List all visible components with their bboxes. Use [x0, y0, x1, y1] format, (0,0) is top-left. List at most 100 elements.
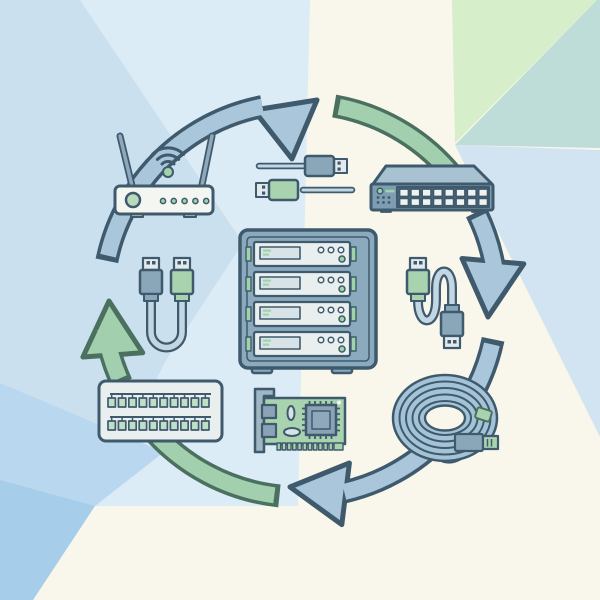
rj45-connector-body: [453, 432, 485, 453]
rail-tab-left: [245, 336, 252, 352]
rj45-port: [466, 188, 478, 198]
switch-dot: [382, 196, 385, 199]
rail-tab-left: [245, 306, 252, 322]
patch-panel-ports: [107, 393, 211, 431]
router-power-led: [124, 191, 142, 209]
edge-tooth: [291, 442, 297, 451]
edge-tooth: [297, 442, 303, 451]
bay-led-bar: [263, 283, 269, 286]
bay-led-bar: [263, 313, 269, 316]
unit-button: [337, 276, 345, 284]
server-rack-icon: [238, 228, 378, 375]
rj45-port: [443, 188, 455, 198]
drive-blue-tip: [333, 158, 348, 174]
patch-port: [107, 397, 117, 408]
coil-hole: [423, 404, 467, 432]
rj45-connector-cap: [481, 434, 500, 451]
router-status-led: [170, 197, 178, 205]
rj45-port: [477, 188, 489, 198]
connector-tip: [172, 256, 192, 272]
patch-port: [148, 397, 158, 408]
patch-port: [190, 397, 200, 408]
drive-bay: [259, 276, 301, 290]
tip-hole: [146, 261, 150, 265]
tip-hole: [337, 167, 341, 171]
router-status-led: [159, 197, 167, 205]
edge-tooth: [286, 442, 292, 451]
switch-dot: [376, 196, 380, 199]
rj45-port: [409, 197, 421, 207]
patch-port: [179, 397, 190, 408]
patch-port: [148, 420, 158, 431]
router-status-led: [192, 197, 199, 205]
bay-led-bar: [263, 343, 269, 346]
rj45-port: [409, 188, 421, 198]
unit-button: [337, 246, 345, 254]
edge-tooth: [312, 442, 318, 451]
unit-button: [317, 276, 325, 284]
server-unit: [245, 330, 357, 358]
rj45-contacts: [486, 439, 493, 447]
tip-hole: [453, 340, 457, 344]
unit-button: [317, 306, 325, 314]
router-status-led: [181, 197, 188, 205]
switch-dot: [382, 201, 385, 204]
arc-shaft: [147, 426, 276, 504]
edge-tooth: [307, 442, 313, 451]
unit-button: [337, 306, 345, 314]
rj45-port: [455, 188, 466, 198]
chip-pin: [302, 401, 340, 439]
patch-port: [200, 420, 210, 431]
switch-dot: [376, 201, 380, 204]
connector-collar: [143, 293, 159, 302]
patch-port: [179, 420, 190, 431]
card-port-bottom: [260, 422, 278, 439]
card-slot-vertical: [286, 405, 296, 421]
patch-port: [127, 420, 138, 431]
rack-inner-frame: [246, 236, 370, 362]
usb-flash-drives-icon: [255, 154, 356, 202]
rj45-port: [398, 197, 410, 207]
patch-port: [127, 397, 138, 408]
connector-tip: [141, 256, 161, 272]
rj45-port: [432, 197, 444, 207]
chip-pins: [302, 401, 340, 439]
connector-tip: [408, 256, 428, 272]
edge-tooth: [281, 442, 287, 451]
card-edge-connector: [276, 442, 344, 451]
chip-pin: [302, 401, 340, 439]
patch-port: [117, 397, 127, 408]
tip-hole: [419, 261, 423, 265]
edge-tooth: [328, 442, 334, 451]
coil-ring: [418, 400, 472, 436]
wifi-arc: [150, 146, 186, 156]
patch-port: [169, 397, 179, 408]
patch-port: [159, 420, 169, 431]
bg-triangle-bottom-left-mid: [0, 383, 164, 506]
tip-hole: [262, 185, 266, 189]
drive-bay: [259, 306, 301, 320]
connector-collar: [410, 293, 426, 302]
router-status-led: [202, 197, 210, 205]
tip-hole: [183, 261, 187, 265]
arrow-head: [251, 97, 320, 162]
wireless-router-icon: [113, 132, 216, 218]
usb-cable-u-icon: [138, 256, 195, 353]
rj45-port: [398, 188, 410, 198]
patch-port: [200, 397, 210, 408]
bay-led-bar: [263, 253, 269, 256]
rail-tab-left: [245, 276, 252, 292]
rj45-port: [443, 197, 455, 207]
usb-connector-blue: [439, 310, 465, 338]
unit-button: [327, 306, 335, 314]
card-chip-core: [311, 410, 331, 430]
edge-tooth: [276, 442, 282, 451]
unit-power-led: [338, 345, 346, 353]
arrow-shaft: [471, 213, 503, 271]
usb-drive-blue: [303, 154, 336, 178]
wifi-arc: [155, 153, 181, 161]
unit-button: [317, 246, 325, 254]
usb-drive-green: [267, 178, 300, 202]
